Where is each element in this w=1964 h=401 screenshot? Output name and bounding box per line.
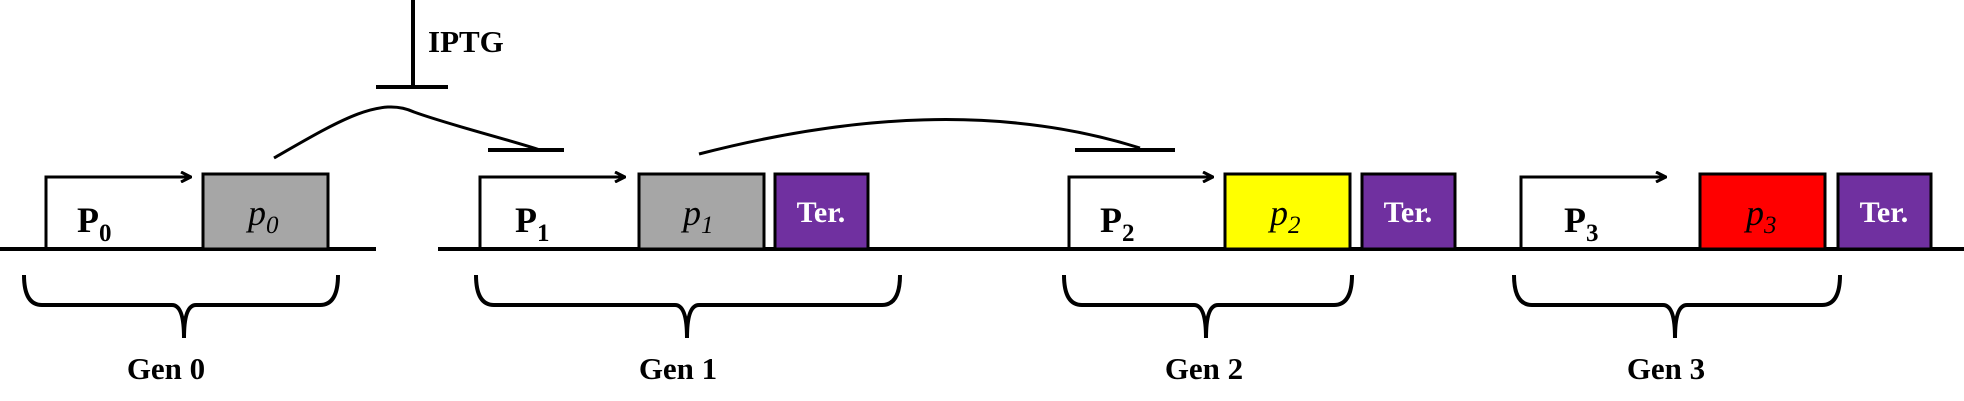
gen-2-cassette: P2 p2 Ter. Gen 2: [1062, 172, 1457, 386]
gen-3-brace: [1512, 274, 1842, 339]
gen-1-brace: [474, 274, 902, 339]
gen-3-cassette: P3 p3 Ter. Gen 3: [1512, 172, 1933, 386]
terminator-label-gen2: Ter.: [1384, 196, 1433, 229]
gen-2-label: Gen 2: [1165, 351, 1243, 386]
gen-3-label: Gen 3: [1627, 351, 1705, 386]
repression-arc-gen0-to-gen1: [273, 105, 541, 160]
promoter-arrow-p1: [478, 177, 624, 249]
iptg-inhibition: IPTG: [376, 0, 504, 89]
gen-0-brace: [22, 274, 340, 339]
terminator-gen2: [1360, 172, 1457, 251]
gene-p1: [637, 172, 766, 251]
gen-2-brace: [1062, 274, 1354, 339]
gene-label-p0: p0: [245, 193, 279, 239]
gen-0-label: Gen 0: [127, 351, 205, 386]
iptg-label: IPTG: [428, 24, 504, 59]
repression-arc-gen1-to-gen2: [698, 118, 1141, 156]
promoter-label-p0: P0: [77, 200, 112, 247]
gen-1-label: Gen 1: [639, 351, 717, 386]
promoter-label-p1: P1: [515, 200, 550, 247]
promoter-arrow-p2: [1067, 177, 1212, 249]
terminator-gen1: [773, 172, 870, 251]
terminator-label-gen3: Ter.: [1860, 196, 1909, 229]
gene-p3: [1698, 172, 1827, 251]
terminator-gen3: [1836, 172, 1933, 251]
gene-p0: [201, 172, 330, 251]
terminator-label-gen1: Ter.: [797, 196, 846, 229]
gen-1-cassette: P1 p1 Ter. Gen 1: [438, 174, 1964, 386]
gene-label-p1: p1: [680, 193, 714, 239]
gene-label-p2: p2: [1267, 193, 1301, 239]
promoter-label-p2: P2: [1100, 200, 1135, 247]
gen-0-cassette: P0 p0 Gen 0: [0, 174, 376, 386]
promoter-arrow-p0: [44, 177, 190, 249]
gene-label-p3: p3: [1743, 193, 1777, 239]
promoter-label-p3: P3: [1564, 200, 1599, 247]
promoter-arrow-p3: [1519, 177, 1665, 249]
gene-p2: [1223, 172, 1352, 251]
